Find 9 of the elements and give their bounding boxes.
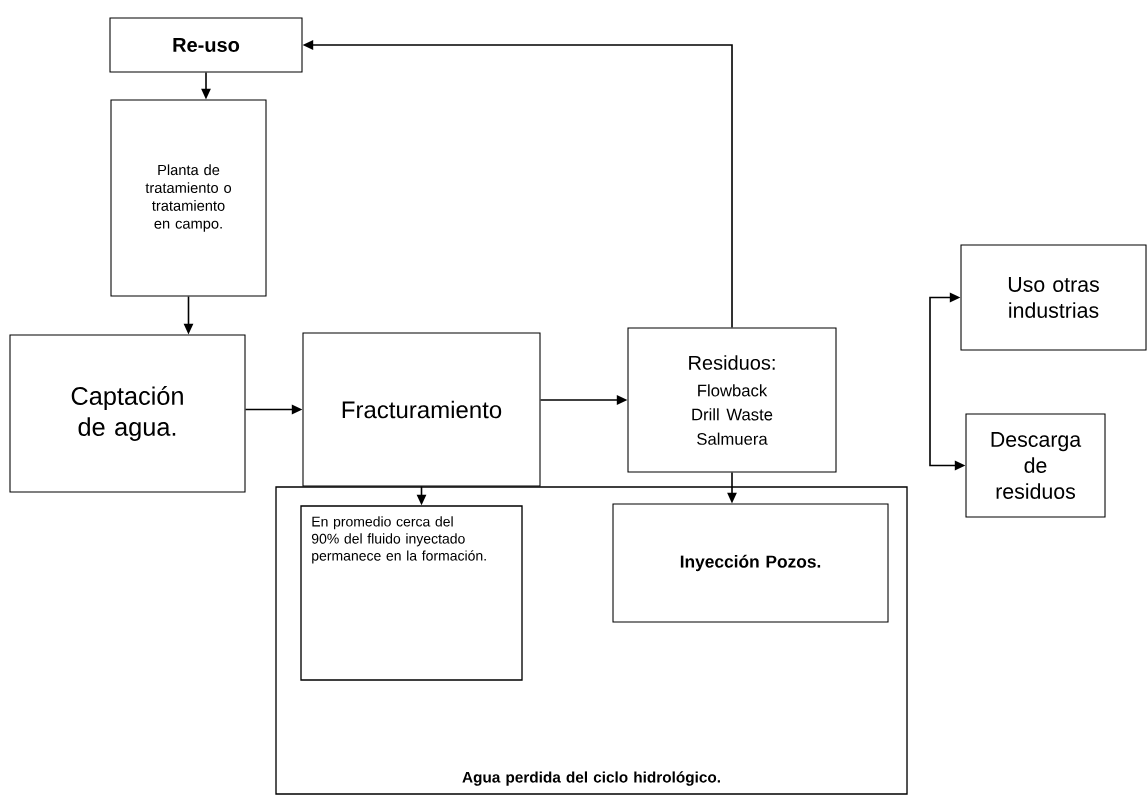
process-box: Descarga de residuos xyxy=(965,413,1106,518)
process-box: Residuos: Flowback Drill Waste Salmuera xyxy=(627,327,837,473)
process-box: Captación de agua. xyxy=(9,334,246,493)
note-box: En promedio cerca del 90% del fluido inyectado permanece en la formación. xyxy=(300,505,523,681)
process-box: Planta de tratamiento o tratamiento en campo. xyxy=(110,99,267,297)
process-box: Fracturamiento xyxy=(302,332,541,487)
process-box: Inyección Pozos. xyxy=(612,503,889,623)
process-box: Uso otras industrias xyxy=(960,244,1147,351)
process-box: Re-uso xyxy=(109,17,303,73)
